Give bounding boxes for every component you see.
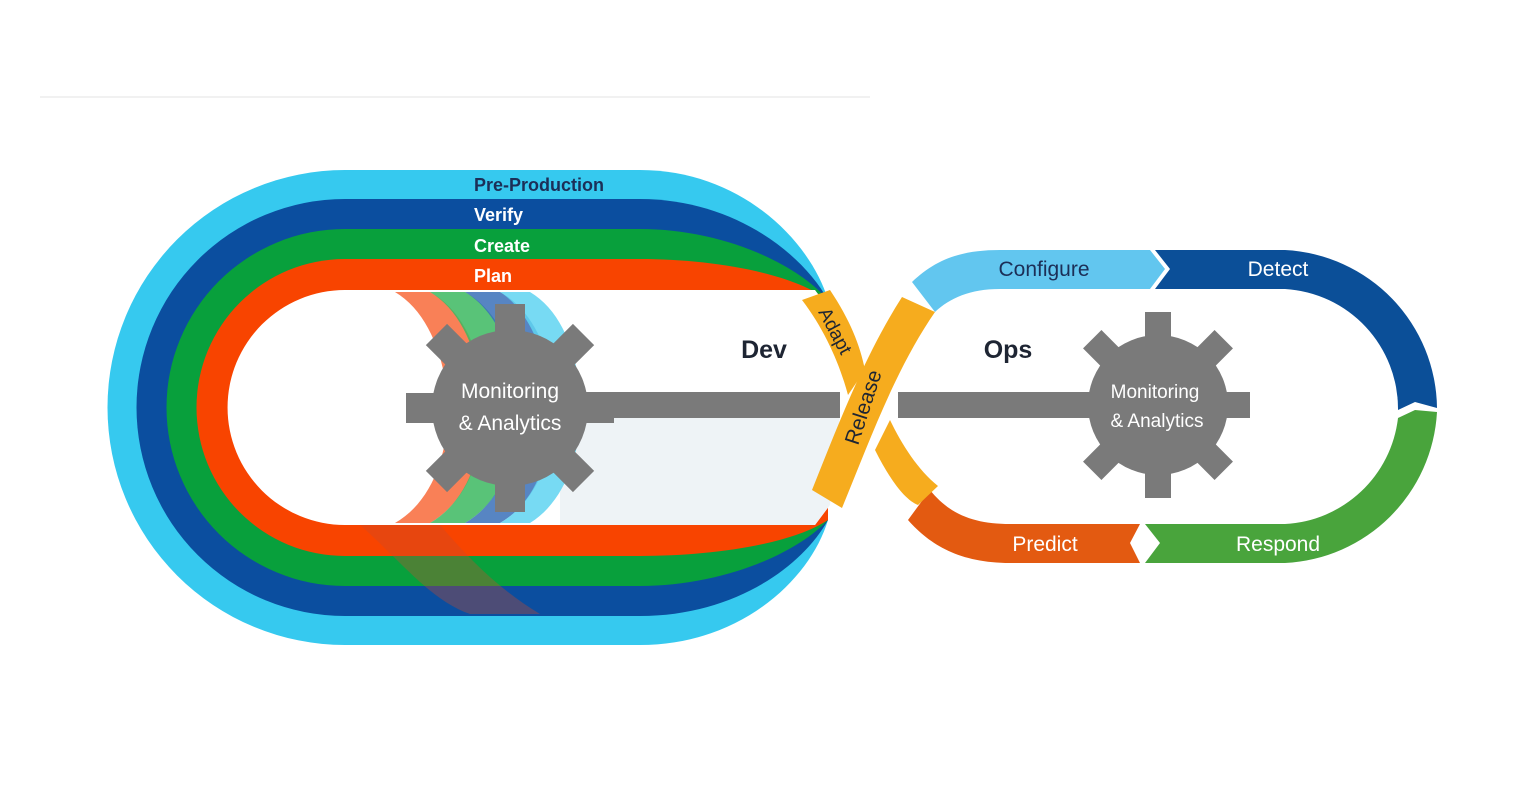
configure-segment: [912, 250, 1165, 312]
ops-loop: Configure Detect Respond Predict: [908, 250, 1437, 563]
predict-segment: [908, 490, 1140, 563]
predict-label: Predict: [1012, 533, 1078, 556]
ops-gear-label-line1: Monitoring: [1111, 382, 1200, 403]
adapt-ribbon: [802, 290, 865, 395]
release-tail: [875, 420, 938, 505]
configure-label: Configure: [998, 258, 1089, 281]
verify-label: Verify: [474, 205, 523, 225]
dev-gear-label-line2: & Analytics: [459, 412, 562, 435]
dev-gear-label-line1: Monitoring: [461, 380, 559, 403]
detect-segment: [1155, 250, 1437, 410]
respond-label: Respond: [1236, 533, 1320, 556]
detect-label: Detect: [1248, 258, 1309, 281]
respond-segment: [1145, 410, 1437, 563]
create-label: Create: [474, 236, 530, 256]
dev-title: Dev: [741, 336, 787, 364]
dev-loop-shade: [560, 415, 840, 525]
ops-title: Ops: [984, 336, 1033, 364]
ops-connector-bar: [898, 392, 1098, 418]
ops-gear: [1066, 312, 1250, 498]
pre-production-label: Pre-Production: [474, 175, 604, 195]
plan-label: Plan: [474, 266, 512, 286]
arc-echo-lower: [360, 525, 540, 614]
dev-gear: [406, 304, 614, 512]
ops-gear-label-line2: & Analytics: [1111, 411, 1204, 432]
release-ribbon: [812, 297, 935, 508]
